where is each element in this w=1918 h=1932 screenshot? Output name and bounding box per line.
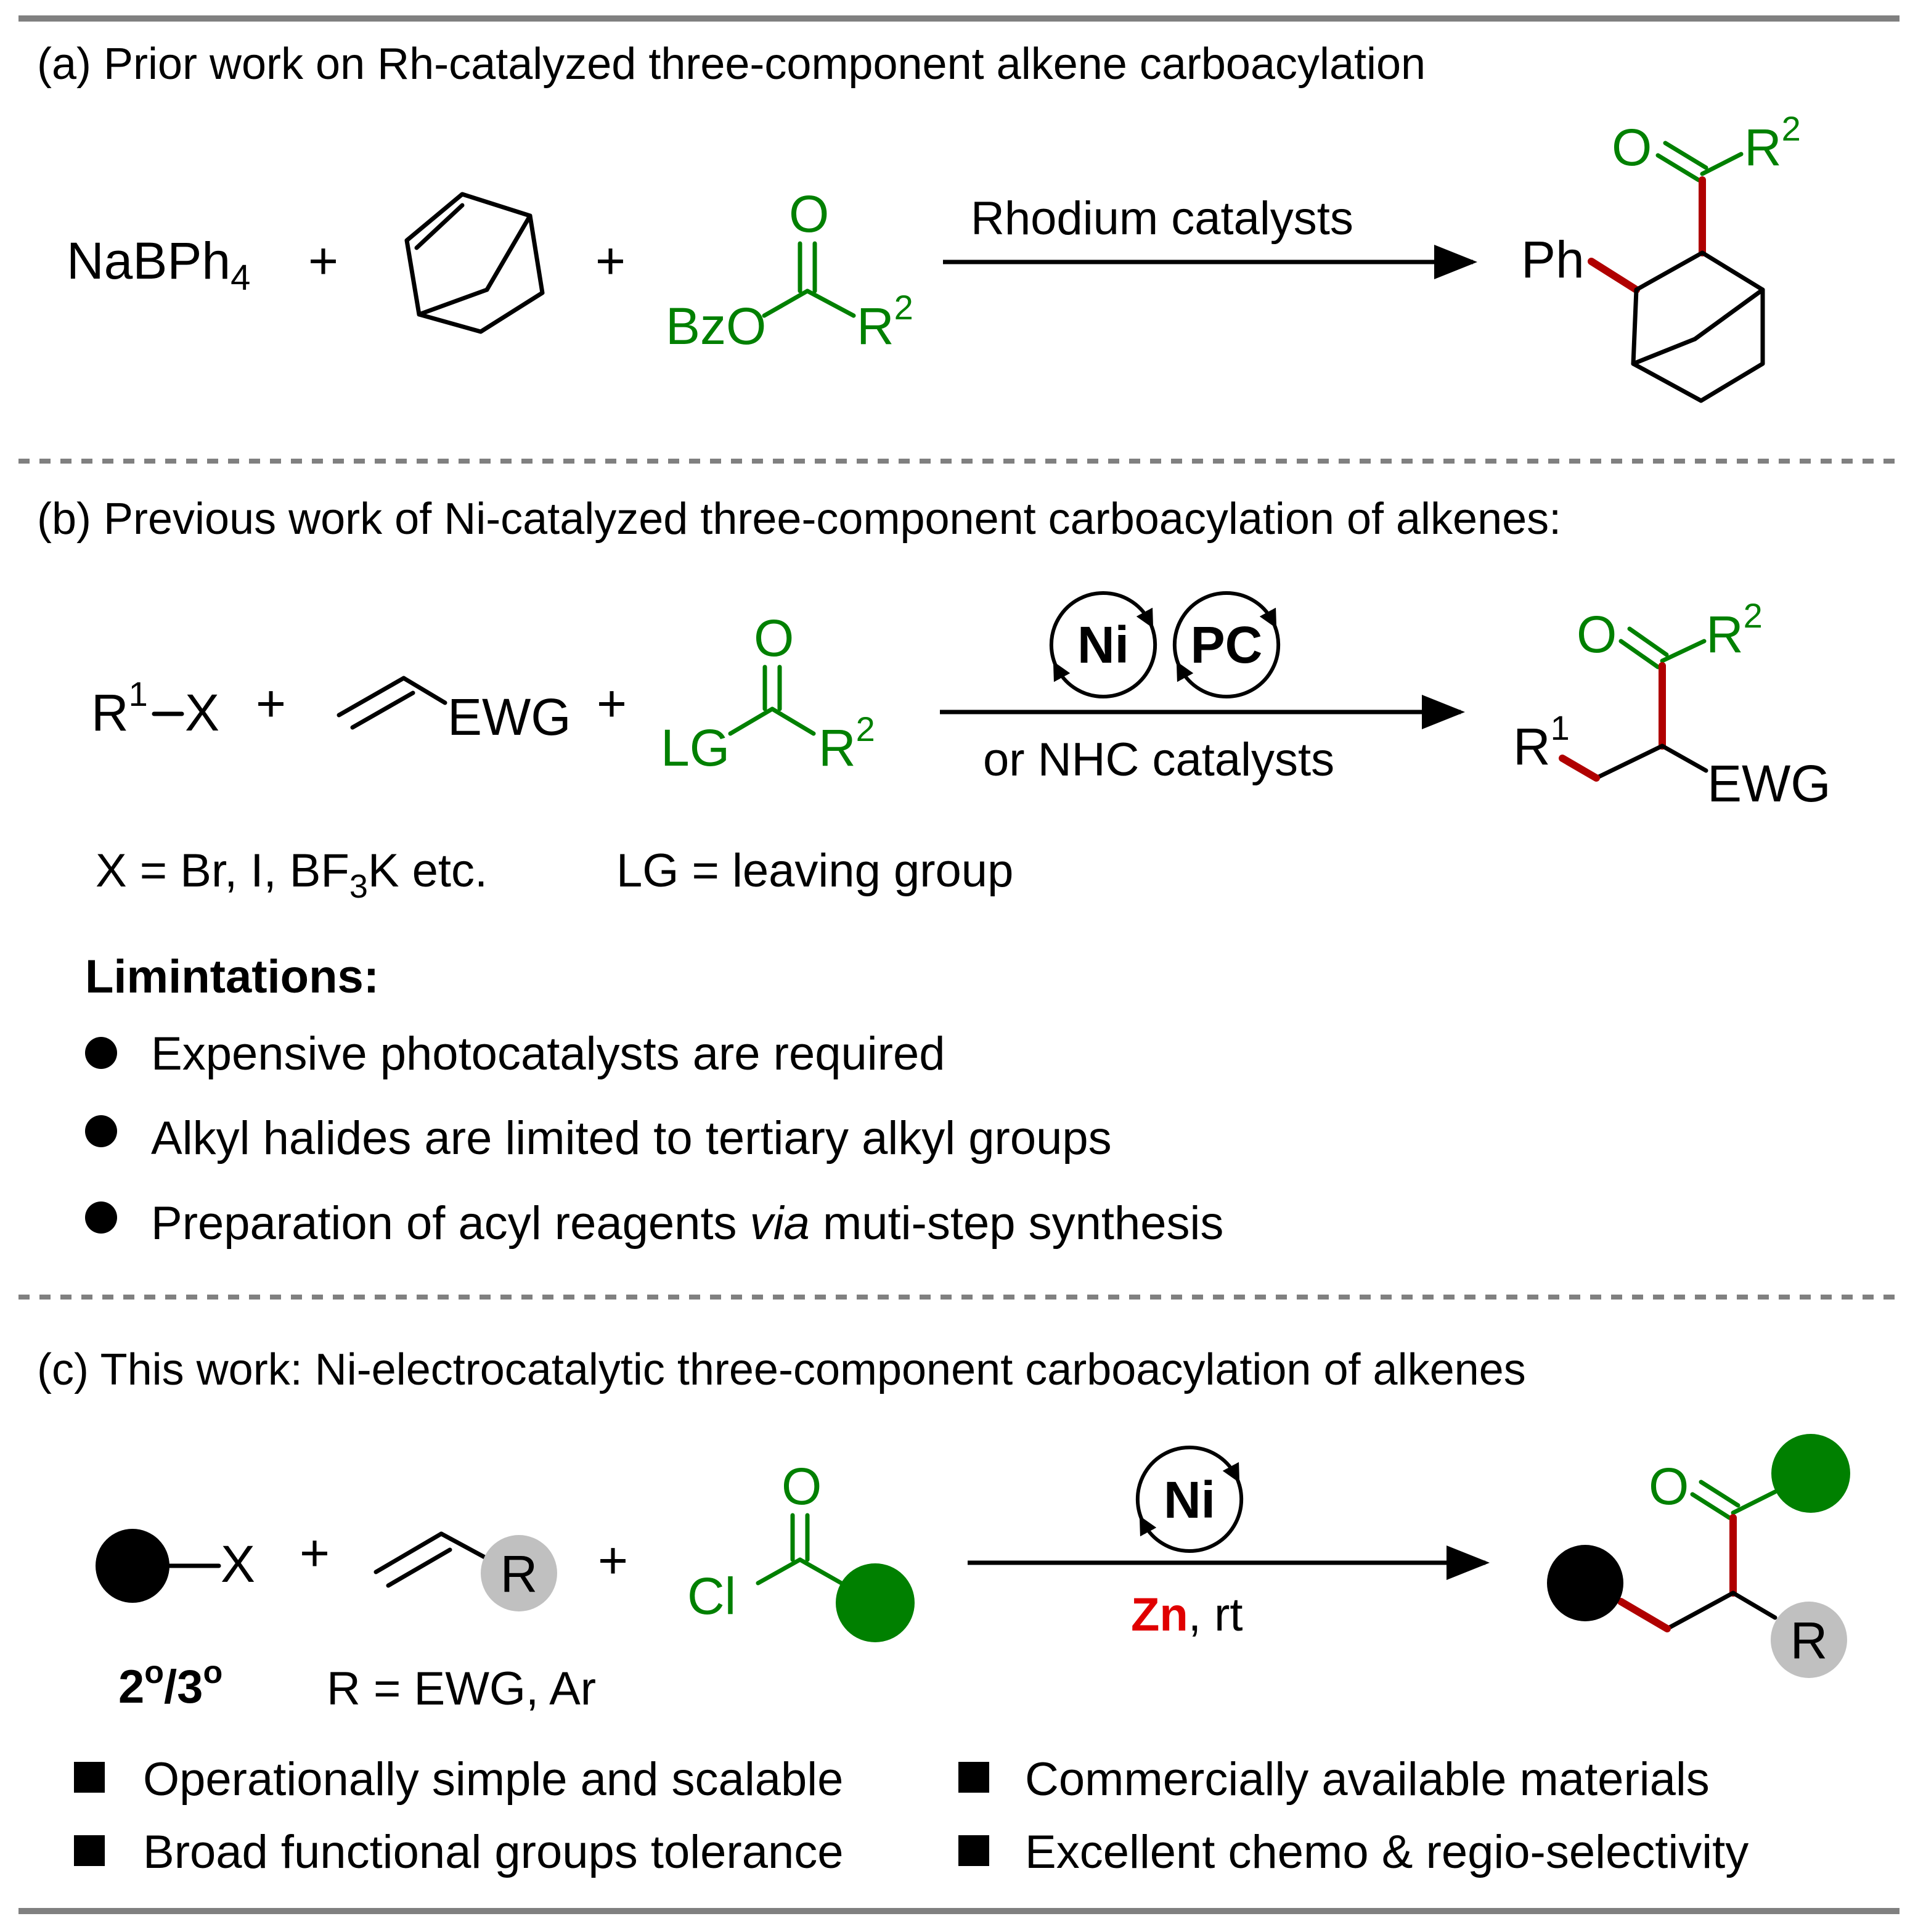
square-bullet-icon <box>74 1835 105 1866</box>
product-c-structure: O R <box>1547 1434 1850 1678</box>
section-a: (a) Prior work on Rh-catalyzed three-com… <box>37 39 1801 403</box>
product-oxygen-label: O <box>1649 1457 1689 1515</box>
section-c: (c) This work: Ni-electrocatalytic three… <box>37 1345 1850 1878</box>
note-x-definition: X = Br, I, BF3K etc. <box>96 845 488 905</box>
ni-label: Ni <box>1164 1471 1215 1529</box>
leaving-group-label: LG <box>661 719 730 777</box>
r2-label: R2 <box>857 288 913 355</box>
plus-sign: + <box>595 232 626 290</box>
product-b-structure: O R2 R1 EWG <box>1513 596 1831 813</box>
arrow-label-nhc: or NHC catalysts <box>983 734 1334 786</box>
r-label: R <box>500 1545 538 1603</box>
section-b: (b) Previous work of Ni-catalyzed three-… <box>37 494 1831 1250</box>
conditions-label: Zn, rt <box>1131 1589 1243 1641</box>
limitation-3: Preparation of acyl reagents via muti-st… <box>151 1197 1223 1250</box>
plus-sign: + <box>597 674 627 732</box>
pc-label: PC <box>1191 616 1263 674</box>
r-substituent-gray-circle <box>481 1535 557 1611</box>
benzoyloxy-label: BzO <box>666 297 766 355</box>
bullet-icon <box>85 1037 117 1069</box>
r-substituent-gray-circle <box>1771 1602 1847 1678</box>
product-r2-label: R2 <box>1744 109 1801 176</box>
section-b-heading: (b) Previous work of Ni-catalyzed three-… <box>37 494 1561 544</box>
alkyl-group-black-circle <box>1547 1545 1623 1621</box>
arrow-label-rhodium: Rhodium catalysts <box>971 192 1353 245</box>
product-oxygen-label: O <box>1577 605 1617 663</box>
bullet-icon <box>85 1201 117 1234</box>
product-r1-label: R1 <box>1513 708 1570 776</box>
carbonyl-oxygen-label: O <box>789 185 829 243</box>
ewg-label: EWG <box>447 688 571 746</box>
feature-4: Excellent chemo & regio-selectivity <box>1025 1826 1749 1878</box>
plus-sign: + <box>598 1531 628 1589</box>
photocatalyst-cycle-icon: PC <box>1172 591 1281 699</box>
acyl-oxygen-label: O <box>754 609 794 667</box>
limitations-title: Limintations: <box>85 951 379 1003</box>
r1-label: R1 <box>91 674 148 742</box>
chloride-label: Cl <box>687 1567 736 1625</box>
alkyl-halide-generic: X <box>96 1529 255 1603</box>
plus-sign: + <box>308 232 338 290</box>
halide-x-label: X <box>185 684 219 742</box>
r-definition: R = EWG, Ar <box>327 1663 596 1715</box>
alkyl-halide-structure: R1 X <box>91 674 219 742</box>
plus-sign: + <box>256 674 286 732</box>
section-a-heading: (a) Prior work on Rh-catalyzed three-com… <box>37 39 1426 89</box>
bullet-icon <box>85 1115 117 1147</box>
r2-label: R2 <box>818 710 875 777</box>
product-oxygen-label: O <box>1612 118 1652 176</box>
sodium-tetraphenylborate: NaBPh4 <box>67 232 250 298</box>
feature-3: Broad functional groups tolerance <box>143 1826 844 1878</box>
acyl-benzoate-structure: O BzO R2 <box>666 185 913 355</box>
phenyl-label: Ph <box>1521 231 1585 289</box>
product-ewg-label: EWG <box>1707 755 1831 813</box>
acyl-group-green-circle <box>1771 1434 1850 1513</box>
ni-label: Ni <box>1077 616 1129 674</box>
feature-1: Operationally simple and scalable <box>143 1753 843 1806</box>
alkyl-group-black-circle <box>96 1529 169 1603</box>
degree-label: 2o/3o <box>118 1655 222 1713</box>
norbornene-structure <box>404 192 545 334</box>
activated-alkene-structure: EWG <box>337 676 571 746</box>
halide-x-label: X <box>221 1535 255 1593</box>
product-a-structure: O R2 Ph <box>1521 109 1801 403</box>
plus-sign: + <box>300 1524 330 1582</box>
product-r-label: R <box>1790 1611 1828 1669</box>
nickel-cycle-icon: Ni <box>1049 591 1157 699</box>
limitation-2: Alkyl halides are limited to tertiary al… <box>151 1112 1112 1165</box>
note-lg-definition: LG = leaving group <box>616 845 1013 897</box>
acyl-electrophile-structure: O LG R2 <box>661 609 875 777</box>
square-bullet-icon <box>958 1835 989 1866</box>
square-bullet-icon <box>958 1762 989 1793</box>
product-r2-label: R2 <box>1706 596 1763 663</box>
nickel-cycle-icon: Ni <box>1135 1445 1244 1553</box>
feature-2: Commercially available materials <box>1025 1753 1710 1806</box>
square-bullet-icon <box>74 1762 105 1793</box>
acyl-oxygen-label: O <box>781 1457 822 1515</box>
alkene-generic: R <box>373 1531 557 1611</box>
limitation-1: Expensive photocatalysts are required <box>151 1028 945 1080</box>
acyl-chloride-structure: O Cl <box>687 1457 915 1642</box>
section-c-heading: (c) This work: Ni-electrocatalytic three… <box>37 1345 1526 1394</box>
acyl-group-green-circle <box>836 1563 915 1642</box>
